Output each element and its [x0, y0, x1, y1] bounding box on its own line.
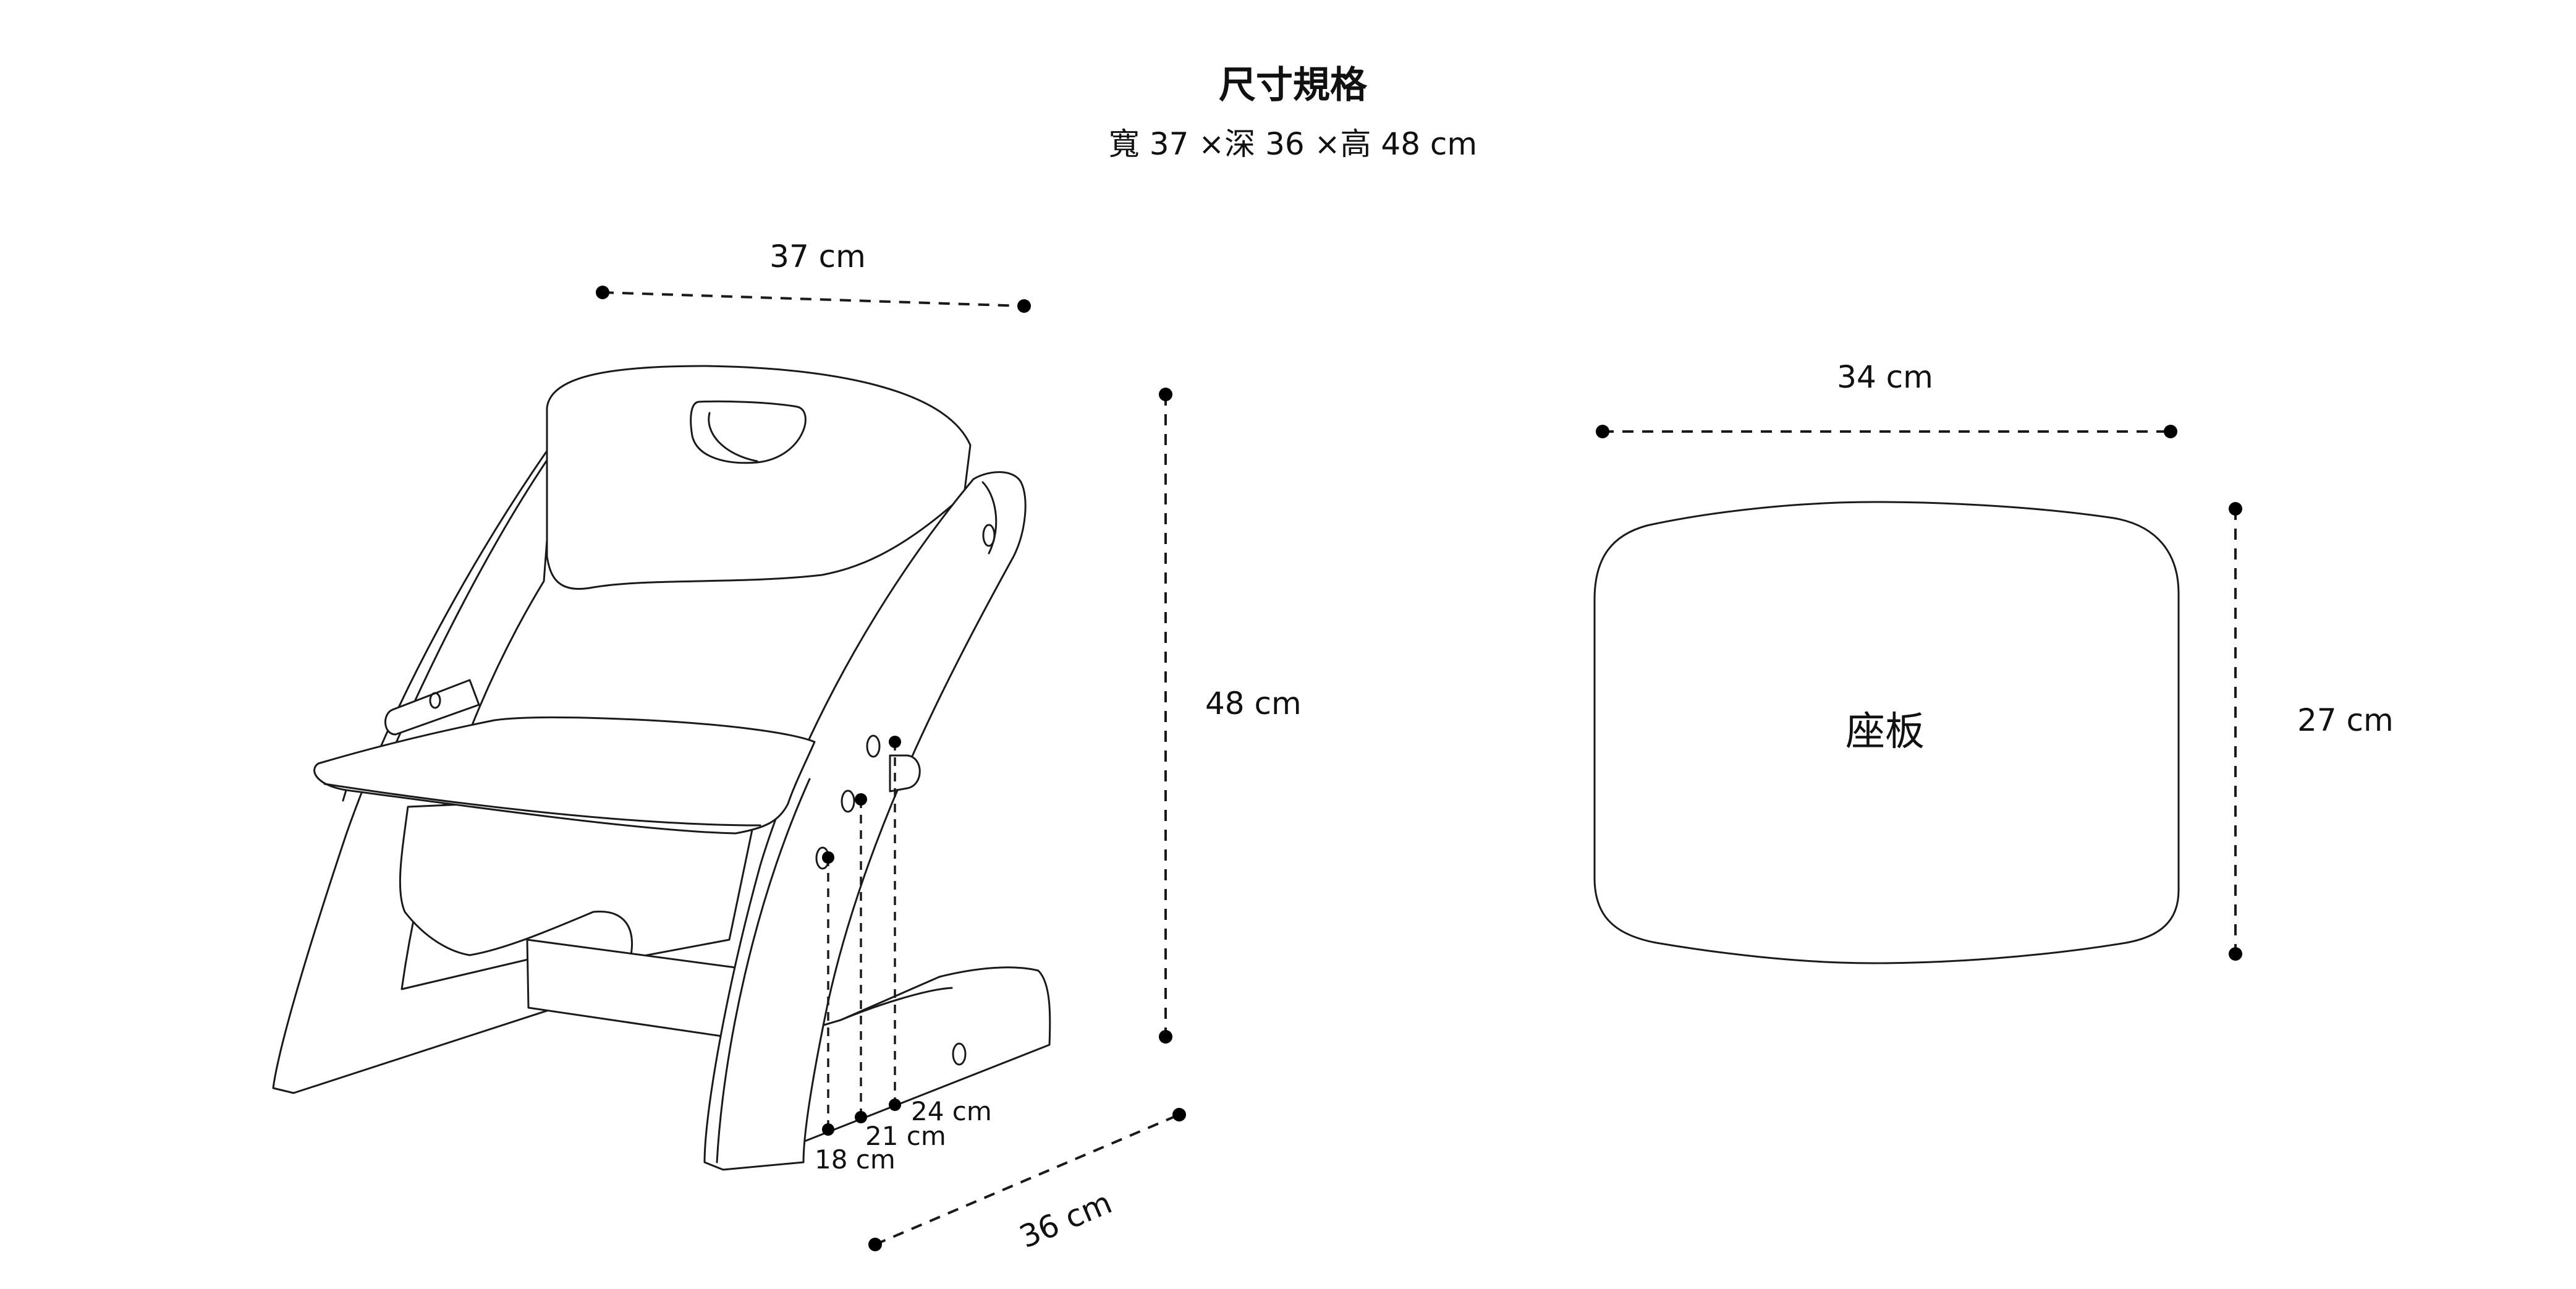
- seat-position-18-label: 18 cm: [815, 1144, 896, 1175]
- chair-width-label: 37 cm: [769, 239, 866, 274]
- seat-board-depth-label: 27 cm: [2297, 702, 2394, 738]
- seat-board-depth-dimension: 27 cm: [2229, 502, 2394, 961]
- seat-position-24-label: 24 cm: [911, 1096, 992, 1126]
- seat-board-width-label: 34 cm: [1837, 359, 1933, 395]
- chair-height-dimension: 48 cm: [1159, 388, 1302, 1044]
- seat-position-21-label: 21 cm: [865, 1121, 946, 1151]
- chair-front-crossbar: [526, 938, 740, 1040]
- page-title: 尺寸規格: [1219, 64, 1368, 107]
- chair-width-dimension: 37 cm: [596, 239, 1031, 313]
- seat-board-shape: [1593, 501, 2180, 964]
- seat-height-markers: 24 cm 21 cm 18 cm: [815, 736, 992, 1175]
- height-hole-24: [866, 734, 881, 758]
- chair-right-base: [734, 966, 1051, 1170]
- seat-board-illustration: 座板: [1593, 501, 2180, 964]
- chair-lower-panel: [399, 790, 761, 959]
- seat-board-width-dimension: 34 cm: [1596, 359, 2177, 438]
- chair-depth-label: 36 cm: [1014, 1185, 1117, 1255]
- chair-backrest: [546, 365, 972, 590]
- chair-height-label: 48 cm: [1205, 686, 1302, 721]
- chair-illustration: [272, 365, 1051, 1171]
- backrest-handle-hole: [690, 400, 807, 464]
- seat-board-name: 座板: [1845, 709, 1925, 755]
- height-hole-21: [841, 789, 855, 813]
- chair-seat-plate: [313, 716, 816, 835]
- page-subtitle: 寬 37 ×深 36 ×高 48 cm: [1109, 126, 1477, 162]
- right-armrest-bracket: [889, 754, 921, 793]
